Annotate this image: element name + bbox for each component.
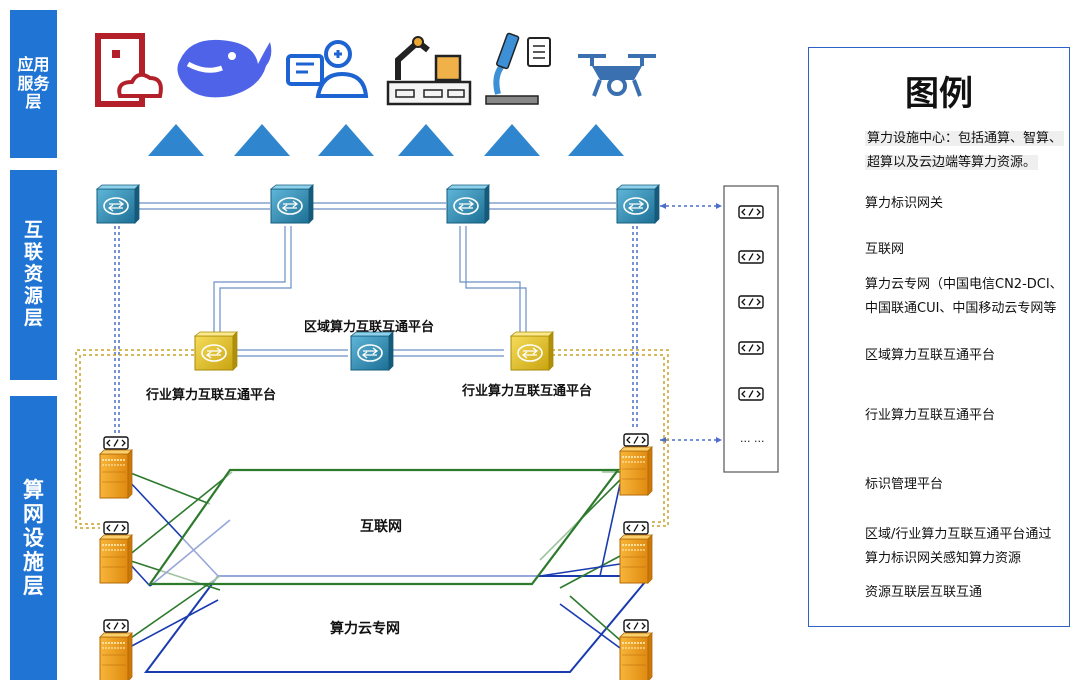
gateway-left-1 bbox=[103, 436, 129, 450]
legend-computing-center-line1: 算力设施中心：包括通算、智算、 bbox=[865, 131, 1065, 146]
legend-panel: 图例 算力设施中心：包括通算、智算、 超算以及云边端等算力资源。 算力标识网关 … bbox=[808, 47, 1070, 627]
server-right-2 bbox=[619, 534, 653, 584]
regional-router-4 bbox=[616, 184, 660, 224]
microscope-research-icon bbox=[485, 32, 551, 105]
drone-icon bbox=[578, 54, 656, 97]
regional-router-2 bbox=[270, 184, 314, 224]
layer-app-service-label: 应用服务层 bbox=[17, 55, 50, 112]
gateway-list-item-4 bbox=[738, 341, 764, 355]
regional-router-1 bbox=[96, 184, 140, 224]
legend-internet: 互联网 bbox=[865, 242, 905, 257]
industrial-robot-arm-icon bbox=[386, 36, 472, 106]
gateway-right-3 bbox=[623, 619, 649, 633]
legend-title: 图例 bbox=[905, 74, 973, 114]
industry-router-right bbox=[510, 331, 554, 371]
resource-interconnect-lines bbox=[136, 202, 616, 357]
private-cloud-label: 算力云专网 bbox=[330, 621, 400, 637]
gateway-left-2 bbox=[103, 521, 129, 535]
gateway-more-label: ... ... bbox=[740, 432, 765, 445]
legend-industry: 行业算力互联互通平台 bbox=[865, 408, 996, 423]
gateway-left-3 bbox=[103, 619, 129, 633]
legend-private-net-line1: 算力云专网（中国电信CN2-DCI、 bbox=[865, 277, 1063, 292]
server-left-2 bbox=[99, 534, 133, 584]
layer-interconnect: 互联资源层 bbox=[10, 170, 57, 380]
perception-dashed-blue-lines bbox=[114, 205, 720, 441]
whale-ai-icon bbox=[177, 39, 272, 98]
gateway-list-item-2 bbox=[738, 250, 764, 264]
service-arrow-triangles bbox=[148, 124, 624, 156]
regional-router-3 bbox=[446, 184, 490, 224]
server-left-3 bbox=[99, 632, 133, 680]
layer-infrastructure: 算网设施层 bbox=[10, 396, 57, 680]
gateway-list-item-3 bbox=[738, 295, 764, 309]
regional-platform-label: 区域算力互联互通平台 bbox=[304, 320, 435, 335]
gateway-list-item-1 bbox=[738, 205, 764, 219]
legend-perceive-line2: 算力标识网关感知算力资源 bbox=[865, 551, 1022, 566]
gateway-list-box bbox=[723, 185, 779, 473]
industry-router-left bbox=[194, 331, 238, 371]
perception-dashed-gold-lines bbox=[75, 349, 669, 529]
server-right-1 bbox=[619, 446, 653, 496]
server-left-1 bbox=[99, 449, 133, 499]
layer-app-service: 应用服务层 bbox=[10, 10, 57, 158]
medical-remote-consult-icon bbox=[286, 40, 369, 98]
industry-platform-right-label: 行业算力互联互通平台 bbox=[462, 384, 593, 399]
legend-perceive-line1: 区域/行业算力互联互通平台通过 bbox=[865, 527, 1052, 542]
gateway-right-2 bbox=[623, 521, 649, 535]
server-right-3 bbox=[619, 632, 653, 680]
layer-interconnect-label: 互联资源层 bbox=[23, 219, 43, 329]
layer-infrastructure-label: 算网设施层 bbox=[23, 477, 44, 599]
gateway-list-item-5 bbox=[738, 387, 764, 401]
internet-plane bbox=[147, 468, 621, 586]
legend-resource-interconnect: 资源互联层互联互通 bbox=[865, 585, 983, 600]
legend-gateway: 算力标识网关 bbox=[865, 196, 944, 211]
regional-platform-router bbox=[350, 331, 394, 371]
internet-label: 互联网 bbox=[360, 519, 402, 535]
legend-private-net-line2: 中国联通CUI、中国移动云专网等 bbox=[865, 301, 1057, 316]
government-building-cloud-icon bbox=[95, 33, 163, 107]
legend-id-management: 标识管理平台 bbox=[865, 477, 944, 492]
gateway-right-1 bbox=[623, 433, 649, 447]
industry-platform-left-label: 行业算力互联互通平台 bbox=[146, 388, 277, 403]
legend-regional: 区域算力互联互通平台 bbox=[865, 348, 996, 363]
legend-computing-center-line2: 超算以及云边端等算力资源。 bbox=[865, 155, 1039, 170]
